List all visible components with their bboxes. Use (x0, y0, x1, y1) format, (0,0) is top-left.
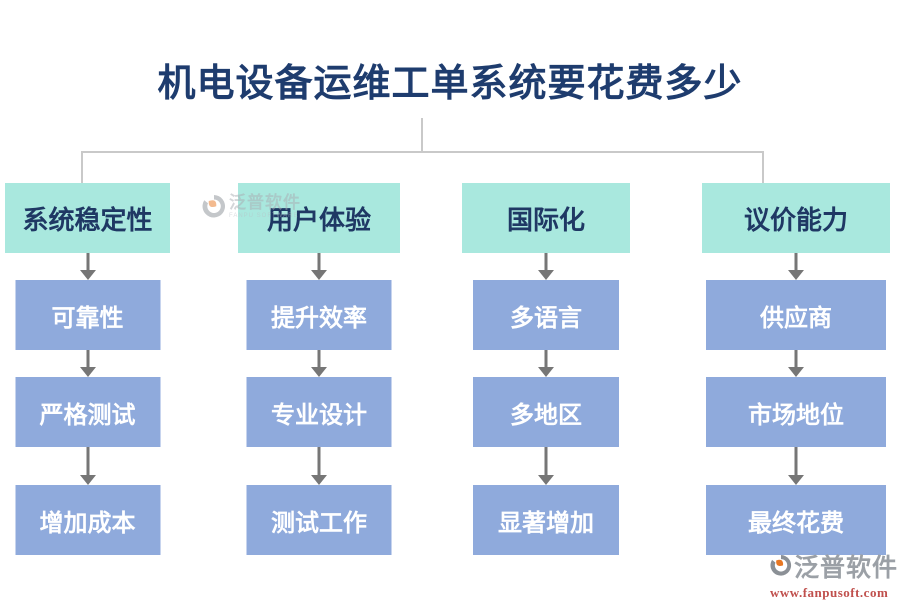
down-arrow-icon (79, 447, 97, 485)
fanpu-logo-icon (770, 555, 792, 576)
branch-column-4: 议价能力 供应商 市场地位 最终花费 (702, 183, 890, 555)
branch-item: 增加成本 (15, 485, 160, 555)
branch-item: 提升效率 (246, 280, 392, 350)
branch-column-3: 国际化 多语言 多地区 显著增加 (462, 183, 630, 555)
branch-header: 系统稳定性 (5, 183, 170, 253)
connector-line-title-drop (421, 118, 423, 152)
fanpu-logo-icon (202, 195, 226, 218)
branch-item: 可靠性 (15, 280, 160, 350)
branch-item: 测试工作 (246, 485, 392, 555)
connector-line-horizontal (81, 151, 764, 153)
branch-header: 用户体验 (238, 183, 400, 253)
down-arrow-icon (787, 447, 805, 485)
branch-header: 国际化 (462, 183, 630, 253)
branch-item: 最终花费 (706, 485, 886, 555)
branch-column-2: 用户体验 提升效率 专业设计 测试工作 (238, 183, 400, 555)
branch-header: 议价能力 (702, 183, 890, 253)
watermark-brand: 泛普软件 (793, 555, 898, 582)
diagram-title: 机电设备运维工单系统要花费多少 (157, 63, 743, 105)
watermark-url: www.fanpusoft.com (770, 585, 889, 600)
down-arrow-icon (787, 350, 805, 377)
down-arrow-icon (537, 447, 555, 485)
branch-item: 显著增加 (473, 485, 619, 555)
branch-item: 市场地位 (706, 377, 886, 447)
branch-item: 供应商 (706, 280, 886, 350)
branch-item: 专业设计 (246, 377, 392, 447)
down-arrow-icon (79, 350, 97, 377)
down-arrow-icon (79, 253, 97, 280)
down-arrow-icon (310, 253, 328, 280)
branch-column-1: 系统稳定性 可靠性 严格测试 增加成本 (5, 183, 170, 555)
connector-line-right-drop (762, 151, 764, 184)
branch-item: 多地区 (473, 377, 619, 447)
down-arrow-icon (310, 447, 328, 485)
branch-item: 严格测试 (15, 377, 160, 447)
down-arrow-icon (537, 253, 555, 280)
down-arrow-icon (310, 350, 328, 377)
branch-item: 多语言 (473, 280, 619, 350)
connector-line-left-drop (81, 151, 83, 184)
down-arrow-icon (787, 253, 805, 280)
watermark-bottom-right: 泛普软件 www.fanpusoft.com (770, 548, 898, 600)
down-arrow-icon (537, 350, 555, 377)
